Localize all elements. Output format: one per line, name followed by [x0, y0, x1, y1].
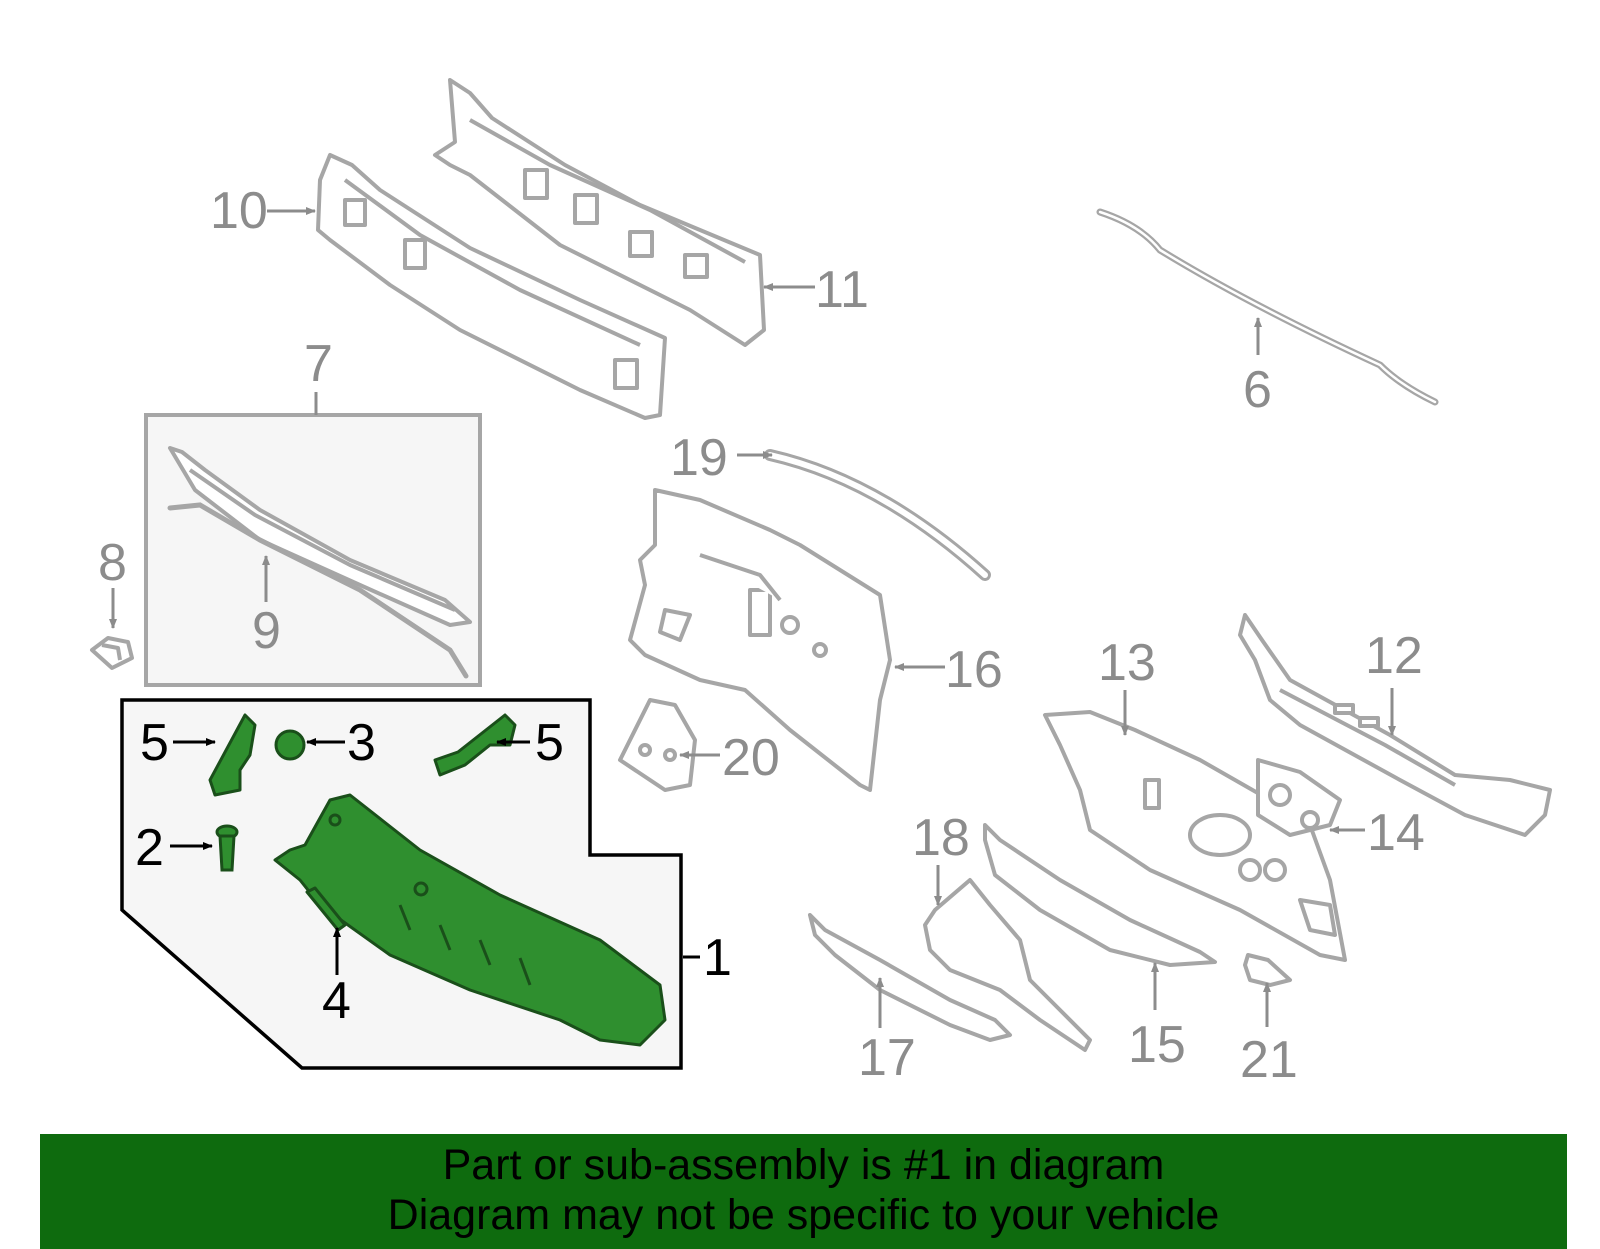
leader-lines: [109, 207, 1396, 1028]
label-5-left: 5: [140, 714, 169, 772]
part-3-shape: [274, 729, 306, 761]
part-1-shape: [273, 793, 667, 1047]
part-5-right-shape: [433, 713, 517, 777]
part-5-left-shape: [208, 713, 257, 797]
label-17: 17: [858, 1029, 916, 1087]
label-18: 18: [912, 809, 970, 867]
part-2-shape: [215, 824, 239, 872]
part-11-shape: [433, 78, 766, 347]
label-14: 14: [1367, 804, 1425, 862]
banner-line-1: Part or sub-assembly is #1 in diagram: [442, 1141, 1165, 1189]
part-13-shape: [1043, 710, 1347, 962]
part-18-shape: [923, 878, 1092, 1052]
label-20: 20: [722, 729, 780, 787]
label-21: 21: [1240, 1031, 1298, 1089]
part-9-shape: [167, 502, 469, 679]
part-20-shape: [618, 698, 697, 792]
label-5-right: 5: [535, 714, 564, 772]
label-4: 4: [322, 972, 351, 1030]
label-11: 11: [815, 261, 869, 319]
label-10: 10: [210, 182, 268, 240]
label-19: 19: [670, 429, 728, 487]
label-12: 12: [1365, 627, 1423, 685]
part-17-shape: [808, 913, 1012, 1042]
info-banner: Part or sub-assembly is #1 in diagram Di…: [40, 1134, 1567, 1249]
label-13: 13: [1098, 634, 1156, 692]
part-4-shape: [305, 886, 347, 932]
part-21-shape: [1243, 953, 1292, 987]
part-10-shape: [316, 153, 667, 420]
part-12-shape: [1238, 613, 1552, 837]
part-8-shape: [90, 636, 134, 670]
label-9: 9: [252, 602, 281, 660]
callout-labels: 10 11 6 7 8 9 19 16 20 13 12 14 18 15 17…: [98, 182, 1425, 1089]
label-15: 15: [1128, 1016, 1186, 1074]
label-2: 2: [135, 819, 164, 877]
label-3: 3: [347, 714, 376, 772]
banner-line-2: Diagram may not be specific to your vehi…: [387, 1191, 1220, 1239]
label-16: 16: [945, 641, 1003, 699]
label-7: 7: [304, 335, 333, 393]
label-6: 6: [1243, 361, 1272, 419]
part-16-shape: [628, 488, 892, 792]
part-14-shape: [1256, 758, 1342, 837]
label-8: 8: [98, 534, 127, 592]
label-1: 1: [703, 929, 732, 987]
part-15-shape: [983, 823, 1217, 967]
